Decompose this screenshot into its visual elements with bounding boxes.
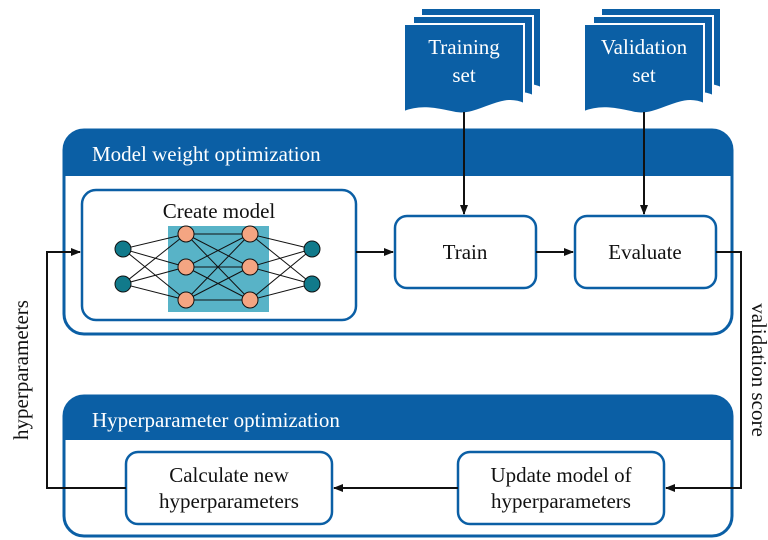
neural-network-edges — [122, 233, 313, 301]
nn-neuron — [241, 225, 259, 243]
arrow-calculate-to-create — [46, 248, 126, 489]
update-label-line2: hyperparameters — [491, 489, 631, 513]
nn-edge — [185, 233, 251, 301]
training-set-doc-stack: Training set — [403, 7, 542, 115]
neural-network-nodes — [114, 225, 321, 309]
nn-neuron — [177, 258, 195, 276]
validation-score-side-label: validation score — [747, 303, 768, 437]
nn-neuron — [303, 275, 321, 293]
nn-edge — [249, 248, 313, 301]
nn-neuron — [241, 291, 259, 309]
nn-neuron — [114, 240, 132, 258]
nn-neuron — [177, 291, 195, 309]
training-set-label-line2: set — [452, 63, 475, 87]
nn-edge — [185, 266, 251, 301]
nn-edge — [122, 248, 187, 301]
validation-set-doc-stack: Validation set — [583, 7, 722, 115]
arrow-evaluate-to-update — [665, 251, 742, 492]
evaluate-label: Evaluate — [608, 240, 681, 264]
nn-edge — [249, 233, 313, 250]
hyperparameters-side-label: hyperparameters — [9, 300, 33, 440]
calculate-label-line2: hyperparameters — [159, 489, 299, 513]
nn-edge — [122, 233, 187, 285]
validation-set-label-line1: Validation — [601, 35, 688, 59]
nn-edge — [122, 283, 187, 301]
calculate-label-line1: Calculate new — [169, 463, 289, 487]
train-label: Train — [443, 240, 488, 264]
nn-edge — [249, 266, 313, 285]
update-model-box: Update model of hyperparameters — [456, 450, 666, 526]
nn-edge — [249, 233, 313, 285]
evaluate-box: Evaluate — [573, 214, 718, 290]
calculate-hyperparameters-box: Calculate new hyperparameters — [124, 450, 334, 526]
nn-neuron — [303, 240, 321, 258]
update-label-line1: Update model of — [490, 463, 631, 487]
train-box: Train — [393, 214, 538, 290]
training-set-label-line1: Training — [428, 35, 500, 59]
connectors — [46, 112, 742, 492]
hyperparameter-panel-title: Hyperparameter optimization — [92, 408, 340, 432]
nn-neuron — [114, 275, 132, 293]
nn-edge — [249, 248, 313, 268]
nn-edge — [122, 266, 187, 285]
nn-edge — [185, 233, 251, 268]
create-model-box: Create model — [80, 188, 358, 322]
nn-neuron — [241, 258, 259, 276]
nn-neuron — [177, 225, 195, 243]
nn-edge — [122, 248, 187, 268]
validation-set-label-line2: set — [632, 63, 655, 87]
nn-edge — [249, 283, 313, 301]
model-weight-panel-title: Model weight optimization — [92, 142, 321, 166]
create-model-label: Create model — [163, 199, 276, 223]
nn-edge — [122, 233, 187, 250]
